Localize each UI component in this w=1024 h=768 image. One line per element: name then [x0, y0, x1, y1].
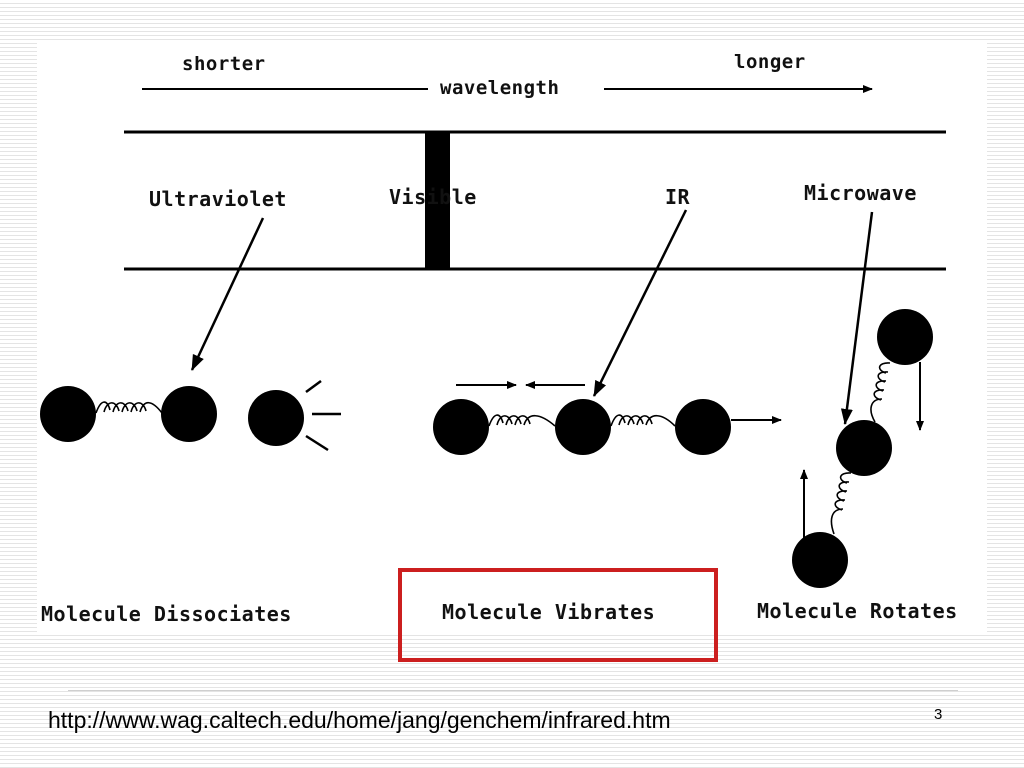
- visible-band-bar: [425, 132, 450, 269]
- wavelength-label: wavelength: [440, 77, 560, 99]
- ir-pointer-arrow: [592, 209, 688, 397]
- dissociation-mark-bottom: [305, 434, 329, 452]
- shorter-label: shorter: [182, 53, 266, 75]
- dissociate-bond-spring: [95, 401, 163, 414]
- microwave-pointer-arrow: [840, 211, 874, 425]
- longer-label: longer: [734, 51, 806, 73]
- dissociate-atom-left: [40, 386, 96, 442]
- vibrate-bond-spring-left: [488, 414, 556, 427]
- dissociation-mark-top: [305, 379, 322, 394]
- visible-label: Visible: [389, 185, 477, 209]
- molecule-rotates-label: Molecule Rotates: [757, 599, 958, 623]
- molecule-vibrates-label: Molecule Vibrates: [442, 600, 656, 624]
- page-number: 3: [934, 706, 943, 723]
- ir-label: IR: [665, 185, 691, 209]
- vibrate-bond-spring-right: [610, 414, 676, 427]
- rotate-atom-center: [836, 420, 892, 476]
- vibrate-atom-right: [675, 399, 731, 455]
- dissociate-atom-right: [161, 386, 217, 442]
- microwave-label: Microwave: [804, 181, 917, 205]
- footer-divider: [68, 690, 958, 691]
- rotate-bond-spring-top: [870, 362, 891, 423]
- ultraviolet-pointer-arrow: [190, 217, 265, 371]
- molecule-dissociates-label: Molecule Dissociates: [41, 602, 292, 626]
- source-url[interactable]: http://www.wag.caltech.edu/home/jang/gen…: [48, 707, 671, 733]
- dissociated-atom: [248, 390, 304, 446]
- rotate-atom-bottom: [792, 532, 848, 588]
- rotate-atom-top: [877, 309, 933, 365]
- vibrates-highlight-box: [398, 568, 718, 662]
- rotate-bond-spring-bottom: [830, 472, 852, 535]
- ultraviolet-label: Ultraviolet: [149, 187, 287, 211]
- vibrate-atom-left: [433, 399, 489, 455]
- vibrate-atom-center: [555, 399, 611, 455]
